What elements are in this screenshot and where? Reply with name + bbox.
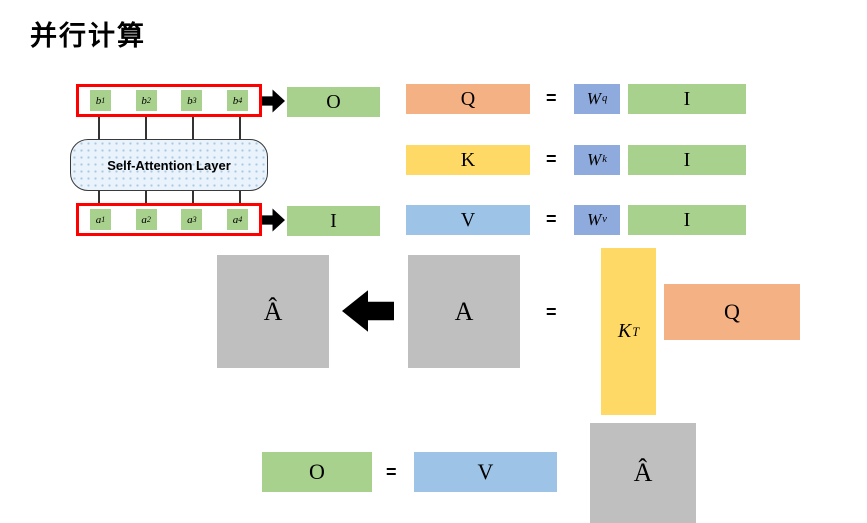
equals-sign: = [546, 88, 557, 108]
matrix-I-v: I [628, 205, 746, 235]
equals-sign: = [546, 302, 557, 322]
arrow-right-icon [261, 89, 285, 113]
matrix-I-q: I [628, 84, 746, 114]
connector-line [145, 116, 147, 140]
matrix-A: A [408, 255, 520, 368]
matrix-A-hat-bottom: Â [590, 423, 696, 523]
matrix-I-small: I [287, 206, 380, 236]
connector-line [239, 190, 241, 204]
equals-sign: = [546, 149, 557, 169]
self-attention-layer-label: Self-Attention Layer [107, 157, 231, 173]
connector-line [98, 116, 100, 140]
equals-sign: = [546, 209, 557, 229]
connector-line [192, 116, 194, 140]
connector-line [239, 116, 241, 140]
matrix-V-wide: V [414, 452, 557, 492]
matrix-V: V [406, 205, 530, 235]
matrix-A-hat: Â [217, 255, 329, 368]
matrix-K: K [406, 145, 530, 175]
matrix-I-k: I [628, 145, 746, 175]
slide-title: 并行计算 [30, 21, 146, 51]
arrow-right-icon [261, 208, 285, 232]
matrix-Q: Q [406, 84, 530, 114]
self-attention-layer: Self-Attention Layer [70, 139, 268, 191]
connector-line [98, 190, 100, 204]
arrow-left-icon [342, 290, 394, 332]
matrix-O: O [262, 452, 372, 492]
matrix-O-small: O [287, 87, 380, 117]
connector-line [145, 190, 147, 204]
equals-sign: = [386, 462, 397, 482]
matrix-Q-wide: Q [664, 284, 800, 340]
connector-line [192, 190, 194, 204]
